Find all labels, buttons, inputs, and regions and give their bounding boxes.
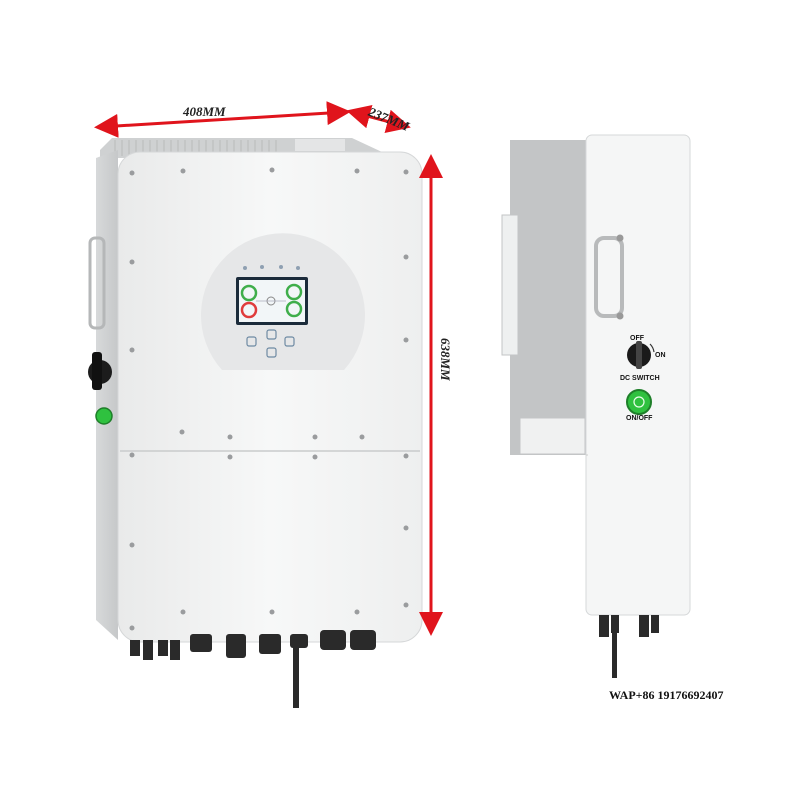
front-view bbox=[88, 138, 423, 708]
front-dc-switch bbox=[88, 352, 112, 390]
dimension-arrows bbox=[94, 101, 443, 636]
dc-switch-label: DC SWITCH bbox=[620, 375, 660, 382]
switch-on-label: ON bbox=[655, 352, 666, 359]
height-dimension-label: 638MM bbox=[438, 338, 453, 381]
front-power-button bbox=[95, 407, 113, 425]
side-dc-switch bbox=[627, 341, 655, 369]
casing-screws bbox=[129, 167, 409, 631]
side-power-button bbox=[626, 389, 652, 415]
lcd-screen bbox=[236, 277, 308, 325]
keypad-buttons bbox=[246, 329, 295, 358]
width-dimension-label: 408MM bbox=[183, 104, 226, 119]
power-button-label: ON/OFF bbox=[626, 415, 653, 422]
bottom-connectors bbox=[130, 630, 376, 708]
contact-number: WAP+86 19176692407 bbox=[609, 688, 724, 702]
side-view bbox=[501, 134, 691, 678]
switch-off-label: OFF bbox=[630, 335, 644, 342]
